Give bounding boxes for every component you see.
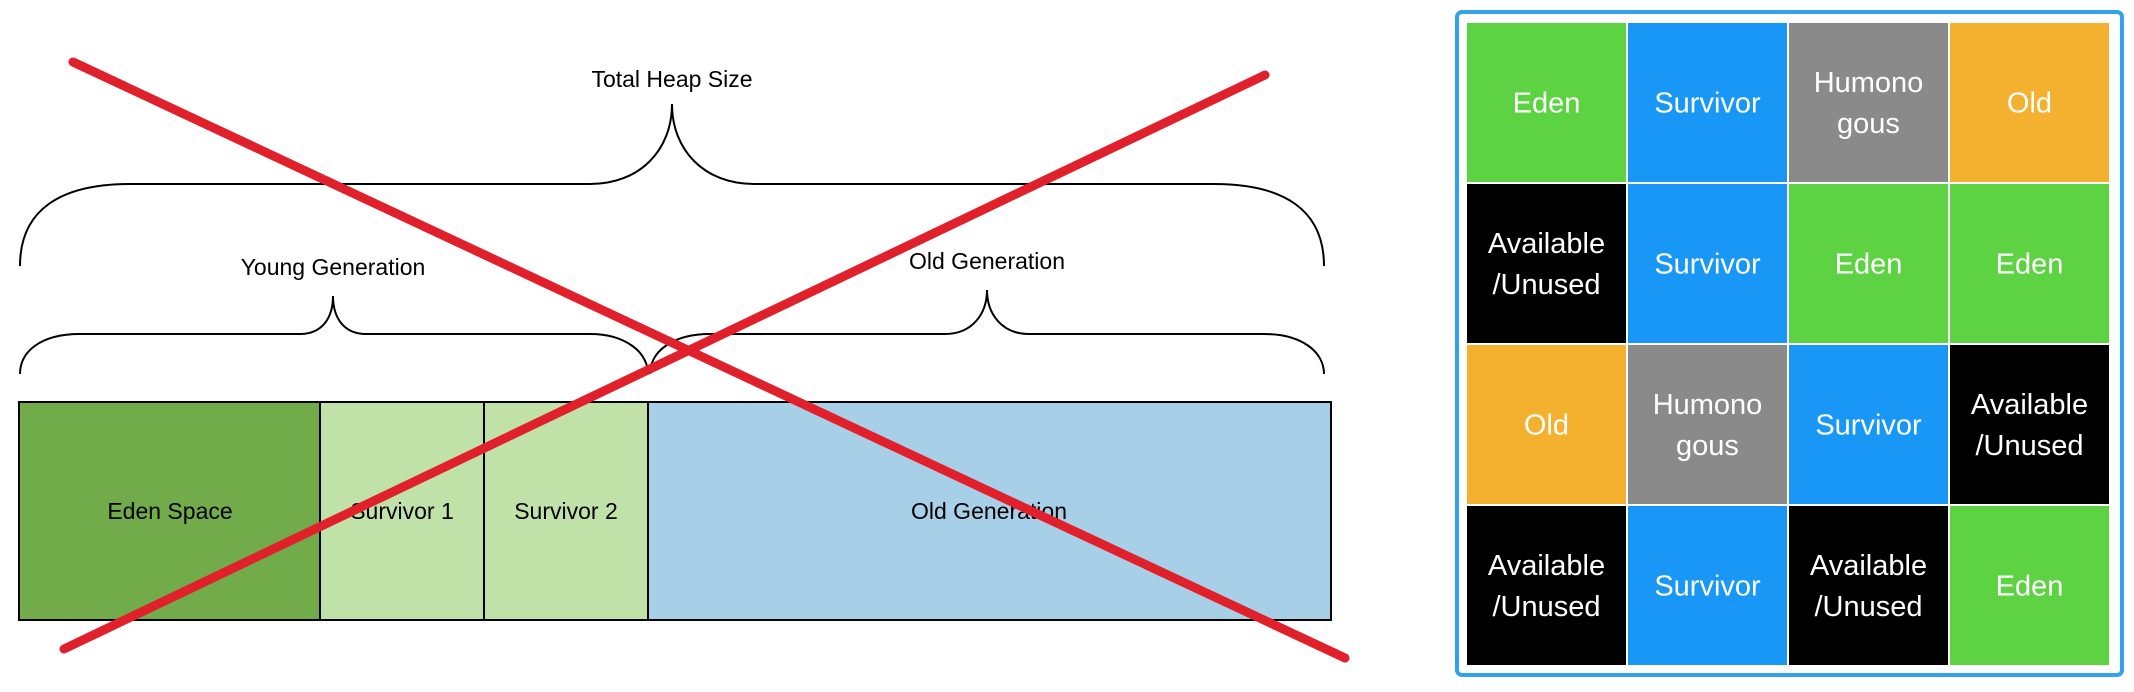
region-label-available: Available	[1488, 550, 1605, 582]
young-generation-label: Young Generation	[241, 254, 426, 280]
region-cell-eden	[1950, 506, 2109, 665]
region-cell-available	[1789, 506, 1948, 665]
region-cell-humongous	[1789, 23, 1948, 182]
eden-space-segment	[18, 401, 321, 621]
region-label-humongous: gous	[1676, 430, 1739, 462]
region-cell-humongous	[1628, 345, 1787, 504]
region-label-available: Available	[1971, 389, 2088, 421]
region-cell-eden	[1467, 23, 1626, 182]
old-generation-brace-label: Old Generation	[909, 248, 1065, 274]
total-heap-size-label: Total Heap Size	[591, 66, 752, 92]
region-label-old: Old	[2007, 88, 2052, 120]
region-cell-old	[1467, 345, 1626, 504]
region-label-eden: Eden	[1835, 249, 1903, 281]
survivor-2-label: Survivor 2	[514, 498, 618, 524]
region-cell-eden	[1950, 184, 2109, 343]
region-label-eden: Eden	[1996, 571, 2064, 603]
region-label-eden: Eden	[1996, 249, 2064, 281]
region-label-available: /Unused	[1975, 430, 2083, 462]
region-label-humongous: gous	[1837, 108, 1900, 140]
region-label-old: Old	[1524, 410, 1569, 442]
cross-out-stroke-1	[68, 57, 1350, 663]
eden-space-label: Eden Space	[107, 498, 232, 524]
region-cell-available	[1950, 345, 2109, 504]
region-cell-available	[1467, 506, 1626, 665]
region-label-survivor: Survivor	[1654, 249, 1761, 281]
region-label-available: /Unused	[1492, 269, 1600, 301]
total-heap-brace	[19, 103, 1325, 267]
region-cell-survivor	[1789, 345, 1948, 504]
old-generation-segment	[647, 401, 1332, 621]
region-label-survivor: Survivor	[1654, 88, 1761, 120]
region-label-available: /Unused	[1492, 591, 1600, 623]
region-label-survivor: Survivor	[1654, 571, 1761, 603]
cross-out-mark	[59, 57, 1350, 663]
contiguous-heap-layout: Total Heap Size Young Generation Old Gen…	[18, 57, 1350, 663]
region-cell-survivor	[1628, 184, 1787, 343]
region-label-humongous: Humono	[1653, 389, 1763, 421]
region-label-available: /Unused	[1814, 591, 1922, 623]
region-cell-survivor	[1628, 506, 1787, 665]
old-generation-brace	[649, 289, 1325, 375]
region-cell-survivor	[1628, 23, 1787, 182]
young-generation-brace	[19, 295, 649, 375]
region-cell-old	[1950, 23, 2109, 182]
region-label-available: Available	[1488, 228, 1605, 260]
region-label-survivor: Survivor	[1815, 410, 1922, 442]
cross-out-stroke-2	[59, 70, 1270, 654]
heap-segments: Eden Space Survivor 1 Survivor 2 Old Gen…	[18, 401, 1332, 621]
region-label-eden: Eden	[1513, 88, 1581, 120]
region-label-available: Available	[1810, 550, 1927, 582]
region-cell-available	[1467, 184, 1626, 343]
region-cell-eden	[1789, 184, 1948, 343]
region-label-humongous: Humono	[1814, 67, 1924, 99]
